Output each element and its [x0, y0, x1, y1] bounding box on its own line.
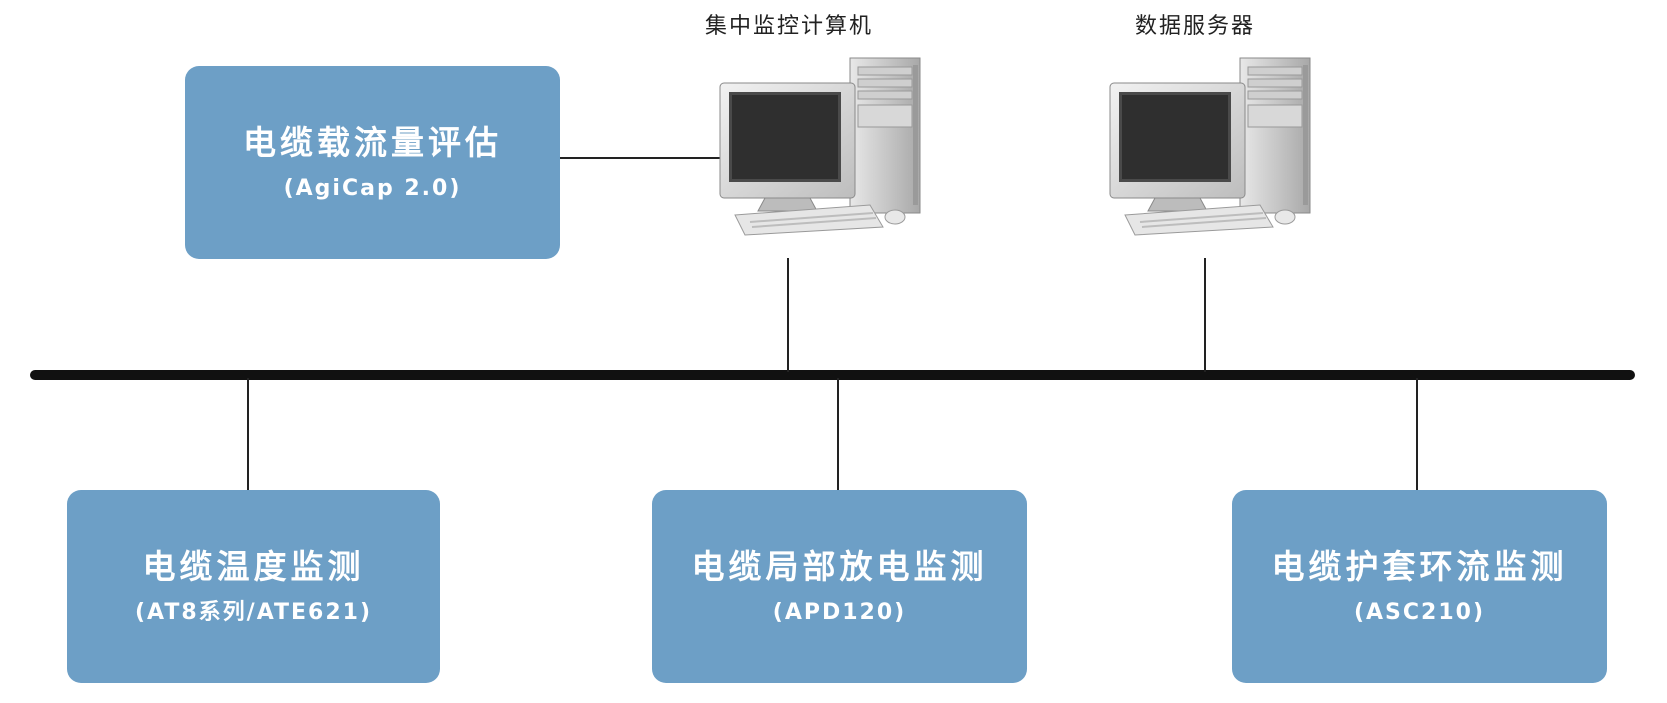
temperature-monitoring-box: 电缆温度监测 (AT8系列/ATE621) — [67, 490, 440, 683]
capacity-assessment-model: (AgiCap 2.0) — [283, 176, 462, 202]
partial-discharge-monitoring-model: (APD120) — [772, 600, 907, 626]
sheath-current-monitoring-box: 电缆护套环流监测 (ASC210) — [1232, 490, 1607, 683]
sheath-current-monitoring-title: 电缆护套环流监测 — [1271, 546, 1568, 586]
desktop-computer-icon — [1109, 57, 1311, 236]
temperature-monitoring-title: 电缆温度监测 — [142, 546, 365, 586]
partial-discharge-monitoring-title: 电缆局部放电监测 — [691, 546, 988, 586]
capacity-assessment-title: 电缆载流量评估 — [243, 122, 502, 162]
sheath-current-monitoring-model: (ASC210) — [1353, 600, 1486, 626]
capacity-assessment-box: 电缆载流量评估 (AgiCap 2.0) — [185, 66, 560, 259]
temperature-monitoring-model: (AT8系列/ATE621) — [134, 600, 373, 626]
data-server-label: 数据服务器 — [1135, 14, 1256, 39]
monitor-computer-label: 集中监控计算机 — [705, 14, 874, 39]
partial-discharge-monitoring-box: 电缆局部放电监测 (APD120) — [652, 490, 1027, 683]
desktop-computer-icon — [719, 57, 921, 236]
